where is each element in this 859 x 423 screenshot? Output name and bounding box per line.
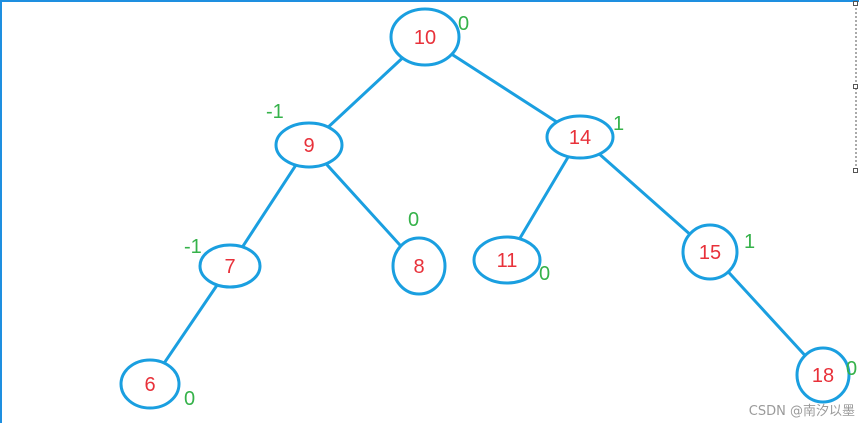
balance-factor-14: 1: [613, 113, 624, 135]
selection-handle-bottom: [853, 168, 858, 173]
balance-factor-18: 0: [846, 358, 857, 380]
edge-15-18: [726, 270, 807, 357]
node-value: 10: [414, 27, 436, 49]
edge-7-6: [162, 283, 219, 365]
node-ellipse: [795, 346, 851, 404]
edge-9-8: [324, 162, 403, 248]
node-value: 8: [413, 256, 424, 278]
balance-factor-10: 0: [458, 13, 469, 35]
node-value: 6: [144, 374, 155, 396]
node-ellipse: [472, 235, 542, 285]
balance-factor-7: -1: [184, 236, 202, 258]
node-value: 14: [569, 127, 591, 149]
edge-9-7: [240, 163, 298, 249]
node-value: 15: [699, 242, 721, 264]
edge-10-14: [450, 52, 559, 124]
tree-node-18: 18: [795, 346, 851, 404]
watermark: CSDN @南汐以墨: [748, 404, 855, 419]
tree-node-10: 10: [389, 7, 461, 67]
tree-node-9: 9: [274, 121, 344, 169]
tree-node-14: 14: [545, 114, 615, 160]
node-value: 9: [303, 135, 314, 157]
selection-handle-middle: [853, 84, 858, 89]
balance-factor-11: 0: [539, 263, 550, 285]
edges-layer: [162, 52, 807, 365]
tree-node-11: 11: [472, 235, 542, 285]
balance-factor-8: 0: [408, 209, 419, 231]
node-value: 11: [497, 250, 518, 272]
node-ellipse: [681, 223, 739, 281]
node-ellipse: [198, 243, 262, 289]
edge-10-9: [326, 56, 404, 129]
edge-14-11: [518, 155, 570, 241]
node-ellipse: [274, 121, 344, 169]
tree-node-7: 7: [198, 243, 262, 289]
selection-handle-top: [853, 1, 858, 6]
tree-node-6: 6: [119, 358, 181, 410]
node-value: 18: [812, 365, 834, 387]
tree-node-8: 8: [391, 236, 447, 296]
balance-factor-9: -1: [266, 101, 284, 123]
balance-factor-6: 0: [184, 388, 195, 410]
selection-box: [853, 1, 858, 173]
node-value: 7: [224, 256, 235, 278]
tree-node-15: 15: [681, 223, 739, 281]
node-ellipse: [119, 358, 181, 410]
balance-factor-15: 1: [744, 231, 755, 253]
node-ellipse: [389, 7, 461, 67]
edge-14-15: [597, 152, 692, 236]
node-ellipse: [545, 114, 615, 160]
node-ellipse: [391, 236, 447, 296]
